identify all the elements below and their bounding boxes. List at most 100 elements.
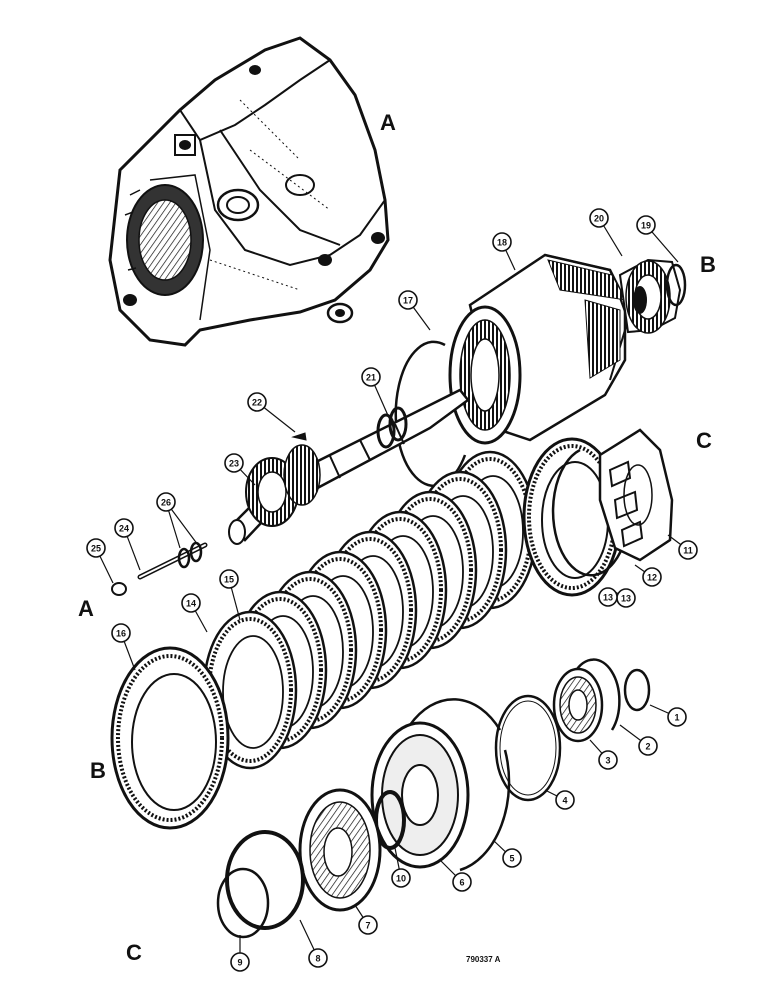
callout-label: 19 [641,221,651,231]
callout-7: 7 [358,915,378,935]
callout-circle [678,540,698,560]
callout-8: 8 [308,948,328,968]
retainer-12 [551,448,627,577]
section-letter-a: A [380,110,396,135]
callout-13: 13 [598,587,618,607]
snap-ring-1 [623,668,651,712]
callout-label: 26 [161,498,171,508]
snap-ring-9 [216,867,270,939]
seal-ring-4 [494,694,562,802]
callout-label: 15 [224,575,234,585]
callout-circle [114,518,134,538]
callout-label: 23 [229,459,239,469]
callout-2: 2 [638,736,658,756]
callout-circle [667,707,687,727]
callout-circle [230,952,250,972]
callout-circle [555,790,575,810]
callout-23: 23 [224,453,244,473]
clutch-plate-teeth [207,617,293,763]
clutch-drum [448,253,630,445]
callout-label: 1 [674,713,679,723]
transmission-housing [108,36,390,347]
piston-6 [370,721,470,869]
callout-circle [642,567,662,587]
callout-label: 17 [403,296,413,306]
callout-5: 5 [502,848,522,868]
callout-label: 10 [396,874,406,884]
pin-24 [137,542,208,580]
section-letter-b: B [90,758,106,783]
callout-circle [86,538,106,558]
woodruff-key [291,432,307,441]
main-shaft [228,388,470,545]
retaining-ring-2 [573,658,621,731]
callout-11: 11 [678,540,698,560]
callout-16: 16 [111,623,131,643]
seal-rings-21 [376,406,408,449]
callout-label: 20 [594,214,604,224]
callout-21: 21 [361,367,381,387]
callout-6: 6 [452,872,472,892]
seal-ring-8 [225,830,305,930]
callout-circle [502,848,522,868]
callout-circle [224,453,244,473]
callout-label: 13 [603,593,613,603]
callout-15: 15 [219,569,239,589]
callout-label: 7 [365,921,370,931]
callout-circle [247,392,267,412]
callout-label: 4 [562,796,567,806]
callout-label: 22 [252,398,262,408]
callout-circle [358,915,378,935]
spring-plate-11 [598,428,674,562]
callout-circle [638,736,658,756]
callout-label: 13 [621,594,631,604]
callout-label: 16 [116,629,126,639]
callout-22: 22 [247,392,267,412]
callout-label: 8 [315,954,320,964]
callout-label: 25 [91,544,101,554]
callout-3: 3 [598,750,618,770]
wave-spring-5 [408,698,511,872]
callout-24: 24 [114,518,134,538]
callout-label: 14 [186,599,196,609]
callout-circle [219,569,239,589]
callout-label: 3 [605,756,610,766]
callout-14: 14 [181,593,201,613]
callout-label: 18 [497,238,507,248]
callout-9: 9 [230,952,250,972]
callout-label: 6 [459,878,464,888]
reaction-plate-16 [110,646,230,830]
callout-label: 9 [237,958,242,968]
callout-4: 4 [555,790,575,810]
clutch-pack [202,450,538,770]
callout-circle [391,868,411,888]
callout-circle [598,750,618,770]
callout-numbers: 1234567891011121313141516171819202122232… [86,208,698,972]
callout-circle [492,232,512,252]
piston-housing-7 [298,788,382,912]
callout-label: 2 [645,742,650,752]
callout-circle [111,623,131,643]
clutch-plate-bore [222,635,284,749]
callout-circle [398,290,418,310]
callout-25: 25 [86,538,106,558]
callout-17: 17 [398,290,418,310]
callout-label: 12 [647,573,657,583]
ball-25 [111,582,127,596]
callout-26: 26 [156,492,176,512]
callout-circle [361,367,381,387]
callout-label: 24 [119,524,129,534]
callout-circle [589,208,609,228]
callout-circle [156,492,176,512]
output-gear [618,258,682,334]
callout-circle [636,215,656,235]
section-letter-b: B [700,252,716,277]
callout-13: 13 [616,588,636,608]
callout-18: 18 [492,232,512,252]
section-letter-c: C [126,940,142,965]
callout-12: 12 [642,567,662,587]
callout-circle [598,587,618,607]
snap-ring-19 [665,263,687,307]
bearing-3 [552,667,604,743]
callout-20: 20 [589,208,609,228]
